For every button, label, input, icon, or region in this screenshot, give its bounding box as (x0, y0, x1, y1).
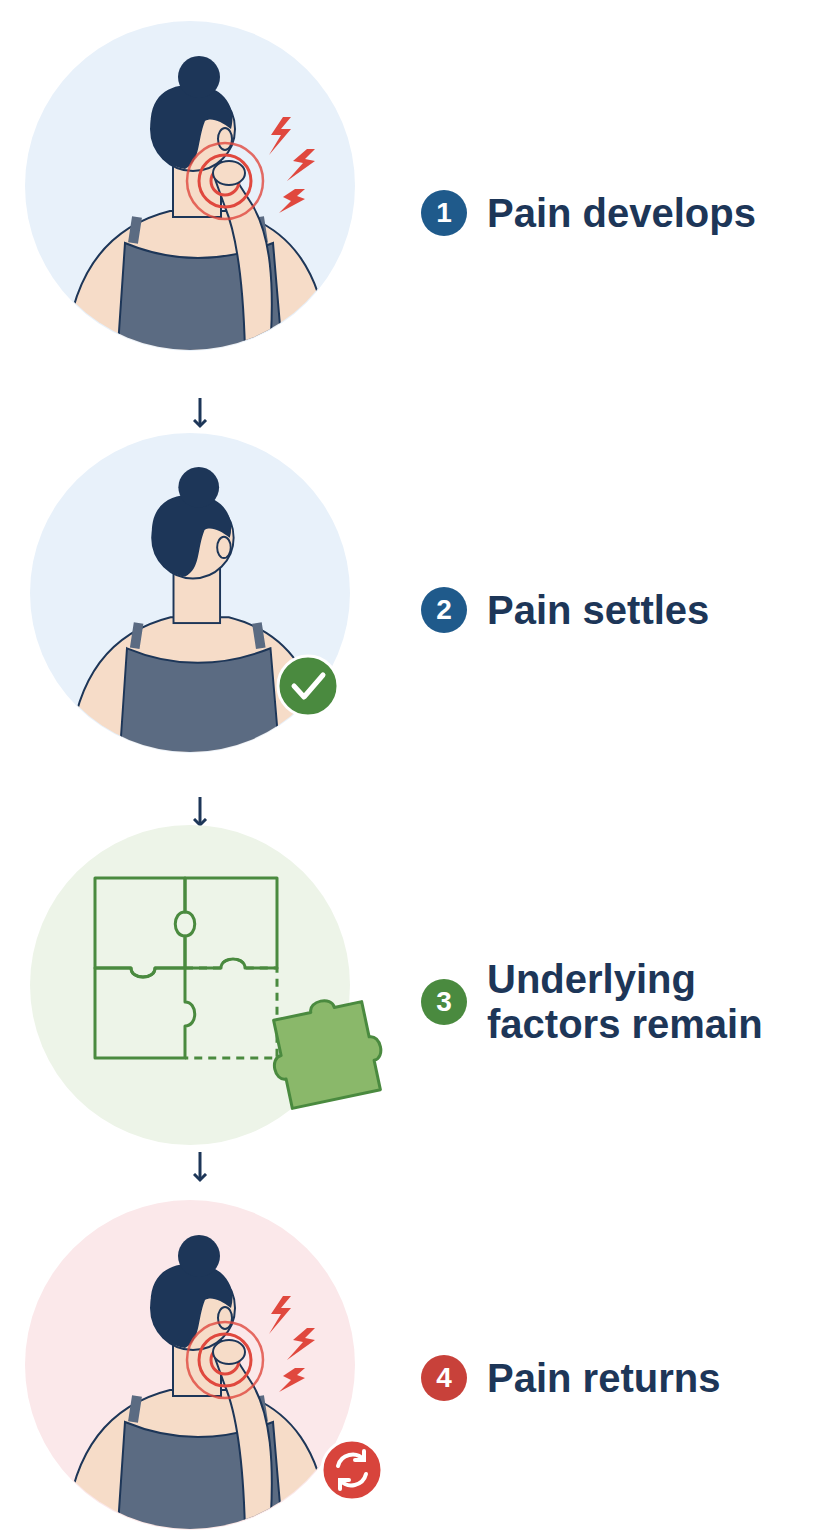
step-number: 2 (421, 587, 467, 633)
puzzle (95, 878, 277, 1058)
step-number: 4 (421, 1355, 467, 1401)
step-label: Pain develops (487, 191, 756, 236)
step-illustration (25, 1200, 382, 1536)
missing-puzzle-piece (263, 991, 389, 1110)
step-label: Pain returns (487, 1356, 720, 1401)
repeat-icon (338, 1451, 366, 1489)
woman-figure (65, 56, 330, 361)
step-label: Underlying factors remain (487, 957, 807, 1047)
step-label: Pain settles (487, 588, 709, 633)
step-number: 3 (421, 979, 467, 1025)
step-item: 4 Pain returns (421, 1355, 720, 1401)
step-illustration (30, 433, 350, 763)
step-number: 1 (421, 190, 467, 236)
woman-figure (65, 1235, 330, 1536)
step-item: 3 Underlying factors remain (421, 957, 807, 1047)
woman-figure (69, 467, 326, 763)
flow-arrow (199, 1152, 202, 1180)
step-illustration (30, 825, 389, 1145)
check-badge (278, 656, 338, 716)
flow-arrow (199, 398, 202, 426)
step-item: 1 Pain develops (421, 190, 756, 236)
pain-marks (187, 117, 315, 351)
step-item: 2 Pain settles (421, 587, 709, 633)
pain-marks (187, 1296, 315, 1530)
check-mark (294, 675, 323, 697)
repeat-badge (322, 1440, 382, 1500)
flow-arrow (199, 797, 202, 825)
step-illustration (25, 21, 355, 361)
